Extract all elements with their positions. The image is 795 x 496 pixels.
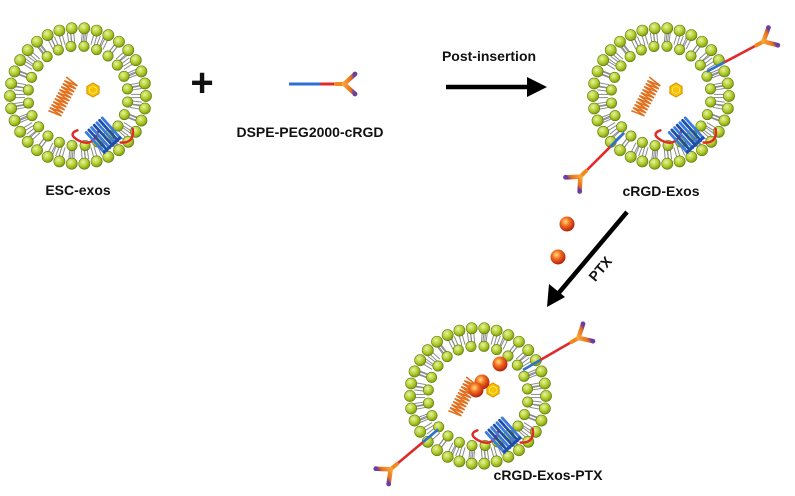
post-insertion-arrow (446, 77, 547, 97)
esc-exos-vesicle-icon (4, 22, 152, 170)
post-insertion-label: Post-insertion (442, 48, 536, 64)
crgd-exos-ptx-vesicle-icon (373, 321, 596, 487)
ptx-drug-icon (550, 249, 566, 265)
dspe-peg-crgd-ligand-icon (289, 71, 358, 97)
ptx-drug-icon (468, 382, 484, 398)
crgd-ligand-head-icon (373, 462, 399, 487)
plus-sign: + (190, 61, 213, 105)
crgd-exos-vesicle-icon (563, 22, 781, 194)
crgd-ligand-head-icon (754, 25, 781, 48)
ptx-drug-icon (559, 216, 575, 232)
crgd-exos-label: cRGD-Exos (622, 183, 699, 199)
esc-exos-label: ESC-exos (45, 182, 111, 198)
ptx-drug-icon (492, 356, 508, 372)
crgd-ligand-head-icon (334, 71, 358, 97)
dspe-peg-crgd-label: DSPE-PEG2000-cRGD (236, 124, 383, 140)
ptx-loading-arrow (547, 210, 629, 307)
crgd-ligand-head-icon (563, 168, 589, 194)
crgd-ligand-head-icon (569, 321, 596, 344)
crgd-exos-ptx-label: cRGD-Exos-PTX (494, 467, 604, 483)
